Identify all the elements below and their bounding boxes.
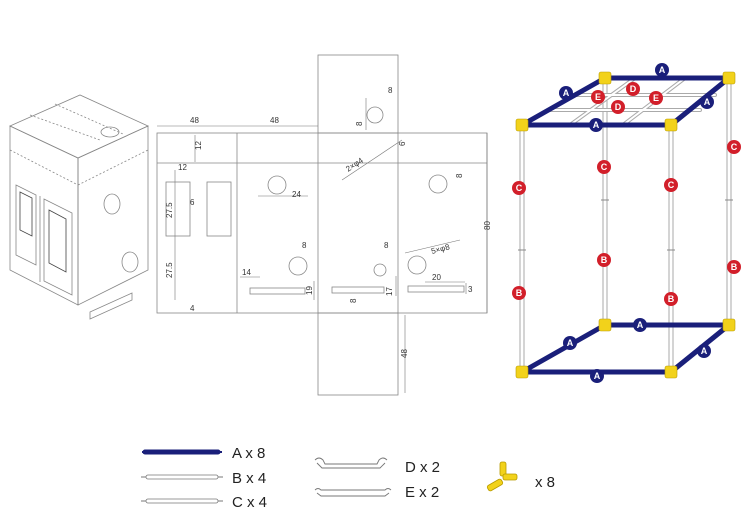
marker-b-2: B — [731, 262, 738, 272]
marker-a-8: A — [701, 346, 708, 356]
marker-a-3: A — [593, 120, 600, 130]
marker-c-4: C — [668, 180, 675, 190]
dim-14: 14 — [242, 268, 251, 277]
dim-8-g: 8 — [355, 121, 364, 126]
dim-8-e: 8 — [455, 173, 464, 178]
marker-d-1: D — [630, 84, 637, 94]
bar-e-icon — [314, 488, 392, 497]
legend-corner: x 8 — [535, 474, 555, 491]
dim-8-a: 8 — [302, 241, 307, 250]
dim-48-bottom: 48 — [400, 349, 409, 358]
dim-20: 20 — [432, 273, 441, 282]
dim-8-f: 8 — [388, 86, 393, 95]
dim-19: 19 — [305, 286, 314, 295]
frame-drawing: A A A A A A A A E D D E C C C C B B B B — [512, 63, 741, 383]
dim-6-b: 6 — [398, 141, 407, 146]
pole-c-icon — [141, 498, 223, 504]
marker-a-5: A — [567, 338, 574, 348]
dim-8-c: 8 — [384, 241, 389, 250]
dim-5x8: 5×φ8 — [430, 242, 451, 256]
legend-d: D x 2 — [405, 459, 440, 476]
legend-e: E x 2 — [405, 484, 439, 501]
marker-d-2: D — [615, 102, 622, 112]
marker-b-1: B — [601, 255, 608, 265]
parts-legend: A x 8 B x 4 C x 4 D x 2 E x 2 — [141, 445, 555, 511]
dim-12b: 12 — [178, 163, 187, 172]
marker-a-1: A — [563, 88, 570, 98]
marker-e-1: E — [595, 92, 601, 102]
legend-a: A x 8 — [232, 445, 265, 462]
dim-3: 3 — [468, 285, 473, 294]
bar-d-icon — [314, 457, 388, 469]
legend-b: B x 4 — [232, 470, 266, 487]
dim-8-d: 8 — [349, 298, 358, 303]
dim-2x4: 2×φ4 — [344, 156, 365, 174]
marker-c-3: C — [516, 183, 523, 193]
dim-48-mid: 48 — [270, 116, 279, 125]
dim-24: 24 — [292, 190, 301, 199]
dim-6a: 6 — [190, 198, 195, 207]
marker-c-2: C — [731, 142, 738, 152]
pole-b-icon — [141, 474, 223, 480]
flat-pattern-drawing — [156, 54, 488, 396]
dim-17: 17 — [385, 287, 394, 296]
dim-27-5-a: 27.5 — [165, 202, 174, 218]
marker-c-1: C — [601, 162, 608, 172]
marker-b-3: B — [516, 288, 523, 298]
dim-80: 80 — [483, 221, 492, 230]
marker-a-6: A — [637, 320, 644, 330]
legend-c: C x 4 — [232, 494, 267, 511]
dimension-texts: 48 48 12 12 6 27.5 27.5 8 24 14 19 4 8 1… — [165, 86, 492, 358]
dim-4: 4 — [190, 304, 195, 313]
corner-connector-icon — [486, 461, 518, 492]
dim-48-left: 48 — [190, 116, 199, 125]
marker-e-2: E — [653, 93, 659, 103]
marker-a-7: A — [594, 371, 601, 381]
tent-isometric-drawing — [9, 94, 149, 320]
marker-a-4: A — [704, 97, 711, 107]
marker-b-4: B — [668, 294, 675, 304]
frame-markers: A A A A A A A A E D D E C C C C B B B B — [512, 63, 741, 383]
dimension-lines — [157, 98, 488, 393]
dim-12: 12 — [194, 141, 203, 150]
marker-a-2: A — [659, 65, 666, 75]
dim-27-5-b: 27.5 — [165, 262, 174, 278]
